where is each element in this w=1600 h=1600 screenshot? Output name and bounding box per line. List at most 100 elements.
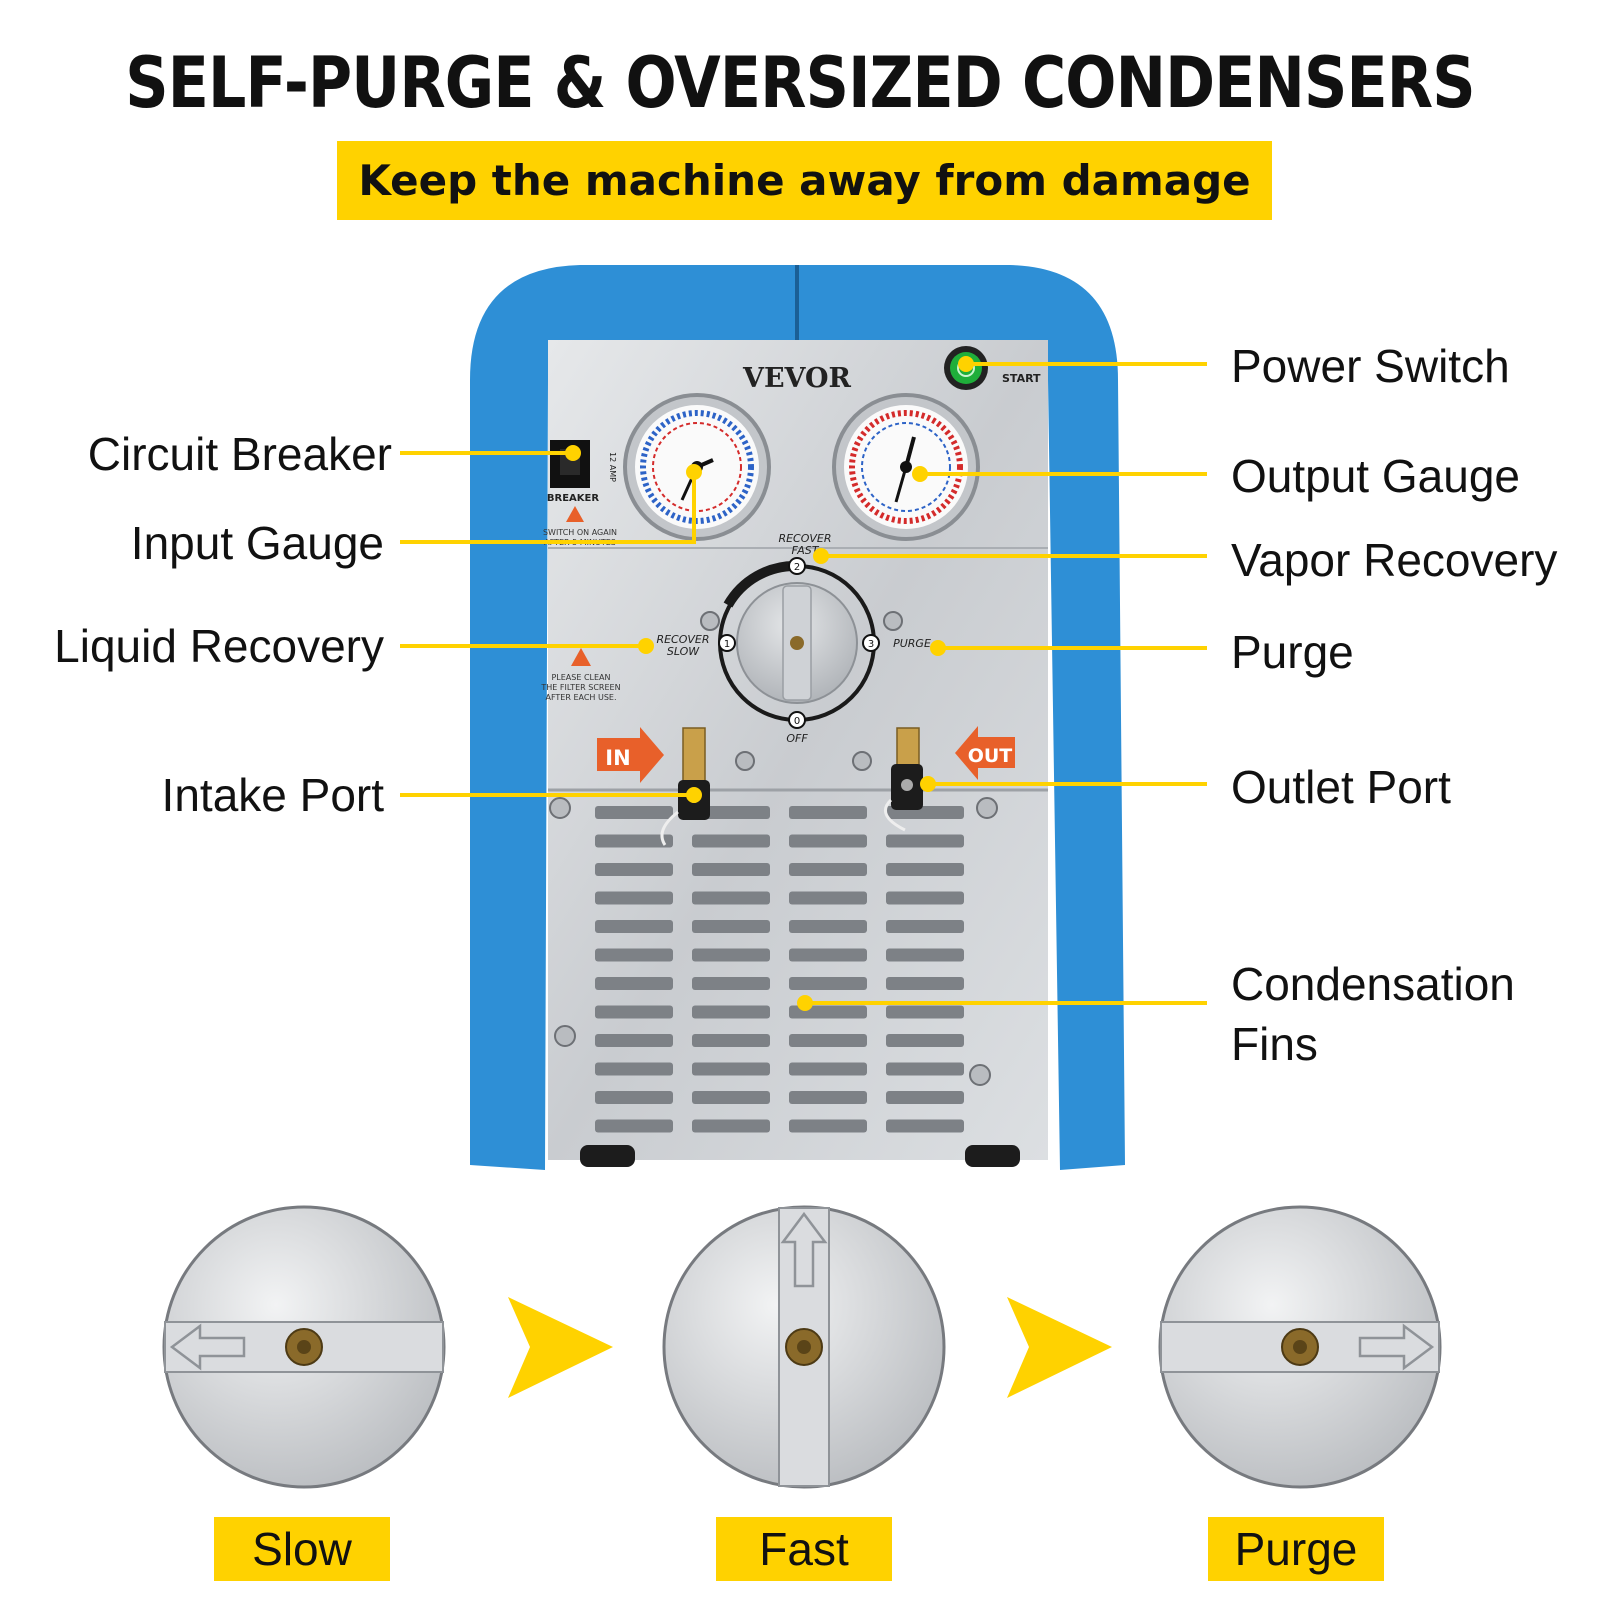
callout-purge: Purge [1231, 626, 1354, 678]
filter-warning-2: THE FILTER SCREEN [540, 683, 620, 692]
fin-slot [595, 834, 673, 848]
purge-panel-label: PURGE [893, 637, 931, 650]
fin-slot [692, 1034, 770, 1047]
outlet-port [883, 727, 923, 832]
fin-slot [789, 920, 867, 933]
dial-position-2: 2 [794, 562, 800, 573]
fin-slot [692, 977, 770, 990]
fin-slot [789, 1119, 867, 1133]
fin-slot [595, 1005, 673, 1019]
filter-warning-3: AFTER EACH USE. [545, 693, 616, 702]
arrow-up-icon [780, 1211, 828, 1288]
fin-slot [789, 834, 867, 848]
output-gauge [832, 393, 980, 541]
fin-slot [789, 1062, 867, 1076]
fin-slot [886, 891, 964, 905]
fin-slot [692, 891, 770, 905]
fin-slot [692, 920, 770, 933]
chevron-right-icon [1007, 1297, 1112, 1398]
fin-slot [886, 1119, 964, 1133]
dial-position-3: 3 [868, 639, 874, 650]
fin-slot [886, 1091, 964, 1104]
fin-slot [886, 834, 964, 848]
start-label: START [1002, 372, 1041, 385]
fin-slot [595, 948, 673, 962]
fin-slot [692, 1091, 770, 1104]
recover-fast-label-1: RECOVER [778, 532, 831, 545]
callout-condensation: Condensation [1231, 958, 1515, 1010]
callout-input-gauge: Input Gauge [130, 517, 384, 569]
subtitle-text: Keep the machine away from damage [358, 156, 1251, 205]
fin-slot [595, 1091, 673, 1104]
page-title: SELF-PURGE & OVERSIZED CONDENSERS [125, 42, 1475, 124]
filter-warning-1: PLEASE CLEAN [551, 673, 610, 682]
breaker-warning-1: SWITCH ON AGAIN [543, 528, 617, 537]
callout-fins: Fins [1231, 1018, 1318, 1070]
callout-vapor-recovery: Vapor Recovery [1231, 534, 1558, 586]
callout-liquid-recovery: Liquid Recovery [54, 620, 384, 672]
fin-slot [886, 920, 964, 933]
breaker-label: BREAKER [547, 493, 599, 504]
dial-position-1: 1 [724, 639, 730, 650]
out-arrow [955, 726, 1015, 780]
fin-slot [595, 977, 673, 990]
mode-label-purge-box: Purge [1208, 1517, 1384, 1581]
fin-slot [789, 948, 867, 962]
callout-circuit-breaker: Circuit Breaker [87, 428, 392, 480]
mode-label-slow: Slow [252, 1523, 352, 1575]
fin-slot [692, 1005, 770, 1019]
breaker-rating: 12 AMP [608, 452, 617, 482]
fin-slot [595, 806, 673, 819]
fin-slot [692, 863, 770, 876]
fin-slot [595, 1034, 673, 1047]
fin-slot [789, 977, 867, 990]
callout-intake-port: Intake Port [161, 769, 384, 821]
fin-slot [886, 948, 964, 962]
chevron-right-icon [508, 1297, 613, 1398]
fin-slot [692, 834, 770, 848]
fin-slot [595, 1062, 673, 1076]
recover-slow-label-2: SLOW [667, 645, 700, 658]
knob-slow [162, 1205, 446, 1489]
fin-slot [595, 891, 673, 905]
subtitle-banner [337, 141, 1272, 220]
knob-fast [662, 1205, 946, 1489]
fin-slot [595, 1119, 673, 1133]
callout-output-gauge: Output Gauge [1231, 450, 1520, 502]
fin-slot [692, 1119, 770, 1133]
mode-label-purge: Purge [1234, 1523, 1358, 1575]
fin-slot [886, 977, 964, 990]
fin-slot [789, 863, 867, 876]
arrow-right-icon [1358, 1323, 1435, 1371]
mode-selector-dial: 2 1 3 0 [718, 557, 880, 729]
mode-label-fast-box: Fast [716, 1517, 892, 1581]
in-label: IN [605, 746, 630, 770]
recover-fast-label-2: FAST [792, 544, 820, 557]
fin-slot [789, 891, 867, 905]
fin-slot [886, 1034, 964, 1047]
off-label: OFF [786, 732, 808, 745]
callout-power-switch: Power Switch [1231, 340, 1510, 392]
knob-purge [1158, 1205, 1442, 1489]
callout-outlet-port: Outlet Port [1231, 761, 1451, 813]
mode-label-fast: Fast [759, 1523, 849, 1575]
fin-slot [789, 806, 867, 819]
fin-slot [595, 920, 673, 933]
mode-label-slow-box: Slow [214, 1517, 390, 1581]
fin-slot [789, 1091, 867, 1104]
arrow-left-icon [169, 1323, 246, 1371]
dial-position-0: 0 [794, 716, 800, 727]
fin-slot [692, 1062, 770, 1076]
out-label: OUT [968, 745, 1013, 767]
fin-slot [886, 1062, 964, 1076]
in-arrow [597, 727, 664, 783]
blue-frame [470, 265, 1125, 1170]
fin-slot [692, 806, 770, 819]
fin-slot [595, 863, 673, 876]
fin-slot [886, 1005, 964, 1019]
fin-slot [789, 1034, 867, 1047]
condensation-fins [595, 806, 964, 1133]
fin-slot [886, 863, 964, 876]
brand-logo: VEVOR [742, 363, 852, 394]
